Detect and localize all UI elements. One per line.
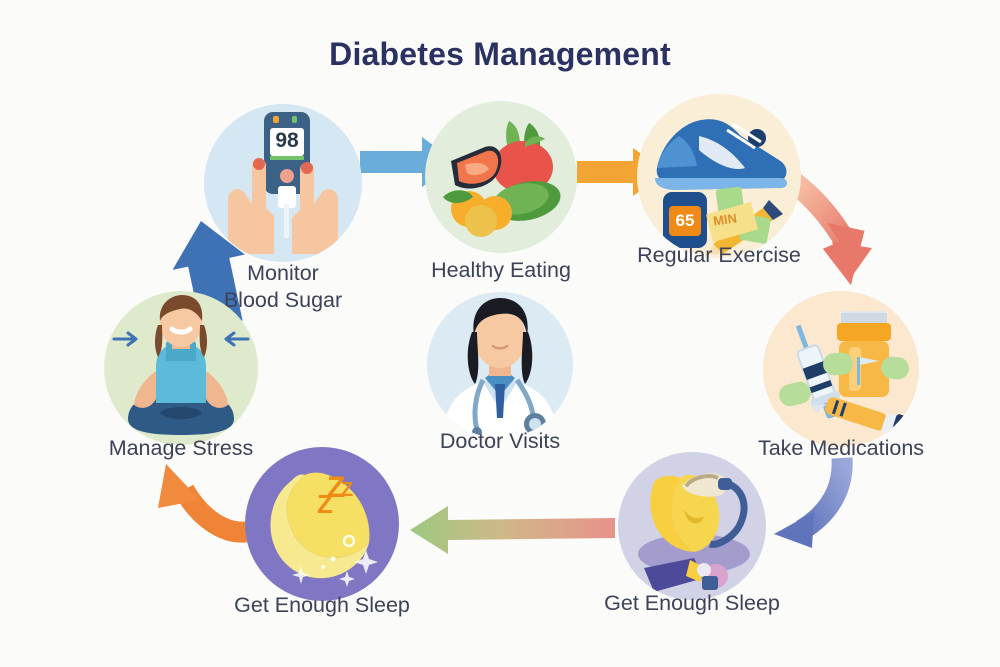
- arrow-sleep-right-to-left: [400, 500, 615, 560]
- monitor-blood-sugar-label: Monitor Blood Sugar: [223, 261, 343, 312]
- node-manage-stress[interactable]: Manage Stress: [104, 291, 258, 471]
- healthy-eating-label: Healthy Eating: [431, 258, 571, 282]
- meditation-icon: [112, 295, 250, 435]
- zzz-letter-large: Z: [327, 471, 346, 504]
- healthy-eating-disc: [425, 101, 577, 253]
- take-medications-disc: [763, 291, 919, 447]
- doctor-visits-disc: [427, 292, 573, 438]
- monitor-disc: 98: [204, 104, 362, 262]
- running-shoe-icon: [655, 119, 787, 254]
- glucose-reading: 98: [275, 129, 299, 152]
- sleep-left-disc: Z Z Z: [245, 447, 399, 601]
- arrow-sleep-left-to-stress: [128, 452, 253, 567]
- watch-reading: 65: [675, 211, 695, 230]
- node-doctor-visits[interactable]: Doctor Visits: [427, 292, 573, 468]
- sleep-right-label: Get Enough Sleep: [604, 591, 780, 615]
- regular-exercise-label: Regular Exercise: [637, 243, 801, 267]
- arrow-meds-to-sleep-right: [758, 452, 878, 562]
- zzz-letter-medium: Z: [317, 489, 333, 519]
- glucose-meter-icon: [228, 112, 338, 254]
- medication-icon: [779, 311, 911, 441]
- take-medications-label: Take Medications: [757, 436, 925, 460]
- healthy-food-icon: [443, 121, 561, 237]
- doctor-visits-label: Doctor Visits: [439, 429, 561, 453]
- node-take-medications[interactable]: Take Medications: [758, 291, 924, 471]
- doctor-icon: [443, 298, 557, 438]
- node-healthy-eating[interactable]: Healthy Eating: [425, 101, 577, 282]
- regular-exercise-disc: 65 MIN: [637, 94, 801, 258]
- manage-stress-label: Manage Stress: [108, 436, 254, 460]
- arrow-exercise-to-meds: [775, 164, 920, 295]
- arrow-stress-to-monitor: [168, 218, 258, 330]
- node-get-enough-sleep-right[interactable]: Get Enough Sleep: [604, 452, 780, 622]
- crescent-moon-zzz-icon: [270, 472, 378, 587]
- sleep-right-disc: [618, 452, 766, 600]
- sleep-mask-moon-icon: [638, 473, 750, 592]
- sleep-left-label: Get Enough Sleep: [234, 593, 410, 617]
- node-monitor-blood-sugar[interactable]: 98 Monitor Blood Sugar: [204, 104, 362, 312]
- node-get-enough-sleep-left[interactable]: Z Z Z Get Enough Sleep: [234, 447, 410, 622]
- manage-stress-disc: [104, 291, 258, 445]
- page-title: Diabetes Management: [329, 36, 671, 72]
- zzz-letter-small: Z: [341, 479, 354, 501]
- zzz-group: Z Z Z: [245, 447, 399, 601]
- node-regular-exercise[interactable]: 65 MIN Regular Exercise: [637, 94, 801, 284]
